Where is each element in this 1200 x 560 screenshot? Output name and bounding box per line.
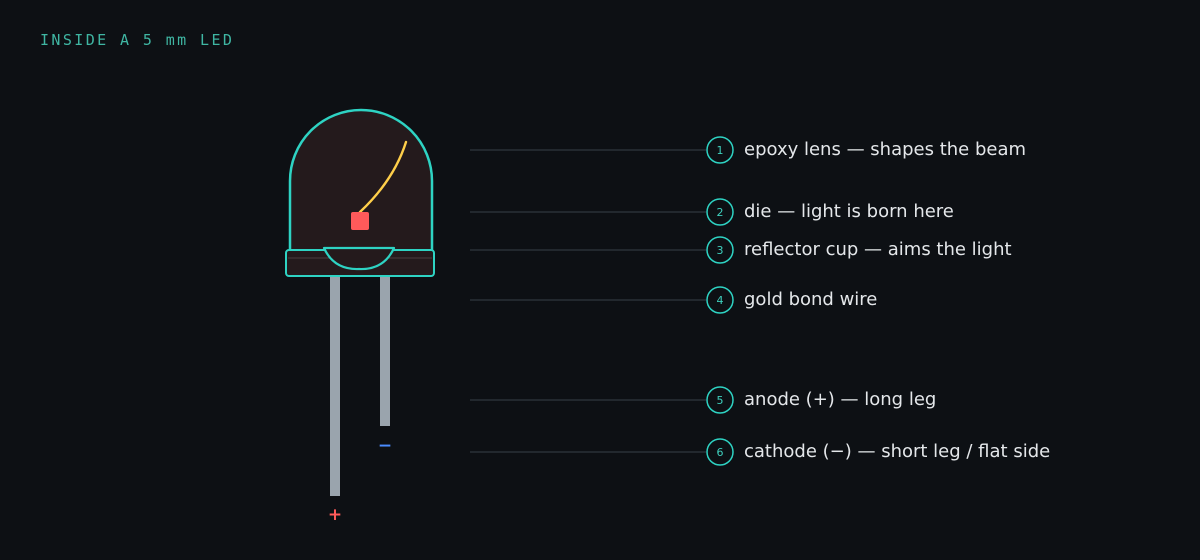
number-badge <box>706 438 734 466</box>
reflector-cup <box>322 246 396 271</box>
callout-label: anode (+) — long leg <box>744 389 936 410</box>
callout-number: 3 <box>717 244 724 257</box>
callout-label: reflector cup — aims the light <box>744 239 1012 260</box>
callout-label: cathode (−) — short leg / flat side <box>744 441 1050 462</box>
gold-bond-wire <box>358 140 408 214</box>
callout-number: 4 <box>717 294 724 307</box>
number-badge <box>706 386 734 414</box>
callout-2: 2 die — light is born here <box>470 198 954 226</box>
callout-3: 3 reflector cup — aims the light <box>470 236 1012 264</box>
number-badge <box>706 286 734 314</box>
callout-number: 5 <box>717 394 724 407</box>
cathode-leg <box>380 276 390 426</box>
anode-leg <box>330 276 340 496</box>
callout-label: die — light is born here <box>744 201 954 222</box>
diagram-title: INSIDE A 5 mm LED <box>40 31 235 49</box>
callout-number: 1 <box>717 144 724 157</box>
callout-number: 2 <box>717 206 724 219</box>
epoxy-lens <box>288 108 434 253</box>
callout-6: 6 cathode (−) — short leg / flat side <box>470 438 1050 466</box>
number-badge <box>706 236 734 264</box>
led-die <box>351 212 369 230</box>
callout-label: gold bond wire <box>744 289 877 310</box>
callout-5: 5 anode (+) — long leg <box>470 386 936 414</box>
number-badge <box>706 136 734 164</box>
callout-1: 1 epoxy lens — shapes the beam <box>470 136 1026 164</box>
cathode-sign: − <box>378 436 392 456</box>
callout-4: 4 gold bond wire <box>470 286 877 314</box>
callout-number: 6 <box>717 446 724 459</box>
anode-sign: + <box>328 505 342 525</box>
callout-label: epoxy lens — shapes the beam <box>744 139 1026 160</box>
number-badge <box>706 198 734 226</box>
